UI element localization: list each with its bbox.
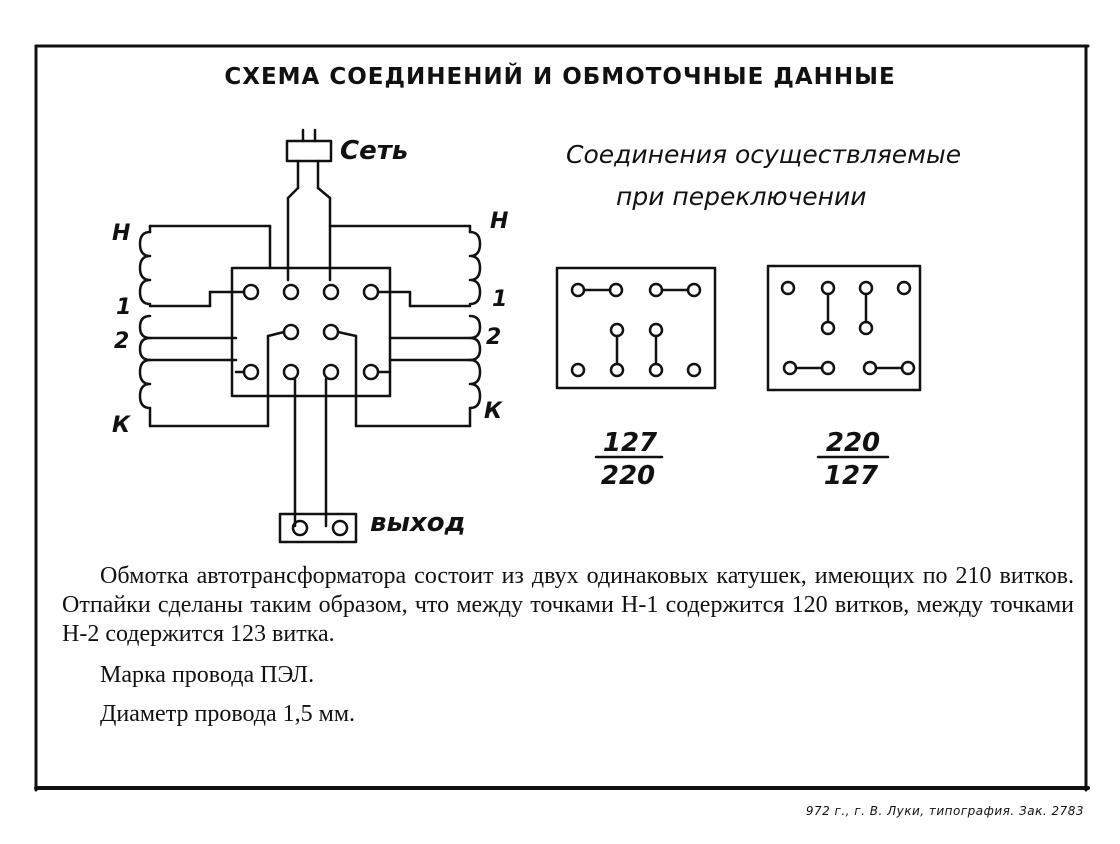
right-coil-label-tap2: 2 — [486, 325, 501, 350]
right-coil — [328, 224, 482, 428]
output-label: выход — [370, 508, 466, 538]
switch-board-220-127 — [766, 264, 922, 392]
left-coil-label-tap1: 1 — [116, 295, 131, 320]
print-imprint: 972 г., г. В. Луки, типография. Зак. 278… — [805, 804, 1084, 818]
network-label: Сеть — [340, 136, 409, 166]
page-frame — [34, 44, 1090, 792]
winding-paragraph: Обмотка автотрансформатора состоит из дв… — [62, 563, 1074, 647]
config-b-numerator: 220 — [826, 428, 880, 458]
winding-description: Обмотка автотрансформатора состоит из дв… — [62, 562, 1074, 729]
right-coil-label-tap1: 1 — [492, 287, 507, 312]
wire-brand: Марка провода ПЭЛ. — [100, 662, 315, 688]
page-title: СХЕМА СОЕДИНЕНИЙ И ОБМОТОЧНЫЕ ДАННЫЕ — [224, 64, 896, 90]
config-a-denominator: 220 — [601, 461, 655, 491]
left-coil-label-tap2: 2 — [114, 329, 129, 354]
right-coil-label-bottom: К — [484, 399, 503, 424]
right-coil-label-top: Н — [490, 209, 508, 234]
terminal-posts — [242, 283, 380, 381]
switch-heading-line2: при переключении — [616, 182, 867, 211]
left-coil-label-bottom: К — [112, 413, 131, 438]
config-b-denominator: 127 — [824, 461, 879, 491]
output-leads — [278, 377, 358, 544]
left-coil — [138, 224, 286, 428]
network-plug — [285, 128, 333, 282]
config-a-numerator: 127 — [603, 428, 658, 458]
switch-board-127-220 — [555, 266, 717, 390]
wire-diameter: Диаметр провода 1,5 мм. — [100, 701, 356, 727]
terminal-board — [230, 266, 392, 398]
switch-heading-line1: Соединения осуществляемые — [566, 140, 962, 169]
left-coil-label-top: Н — [112, 221, 130, 246]
